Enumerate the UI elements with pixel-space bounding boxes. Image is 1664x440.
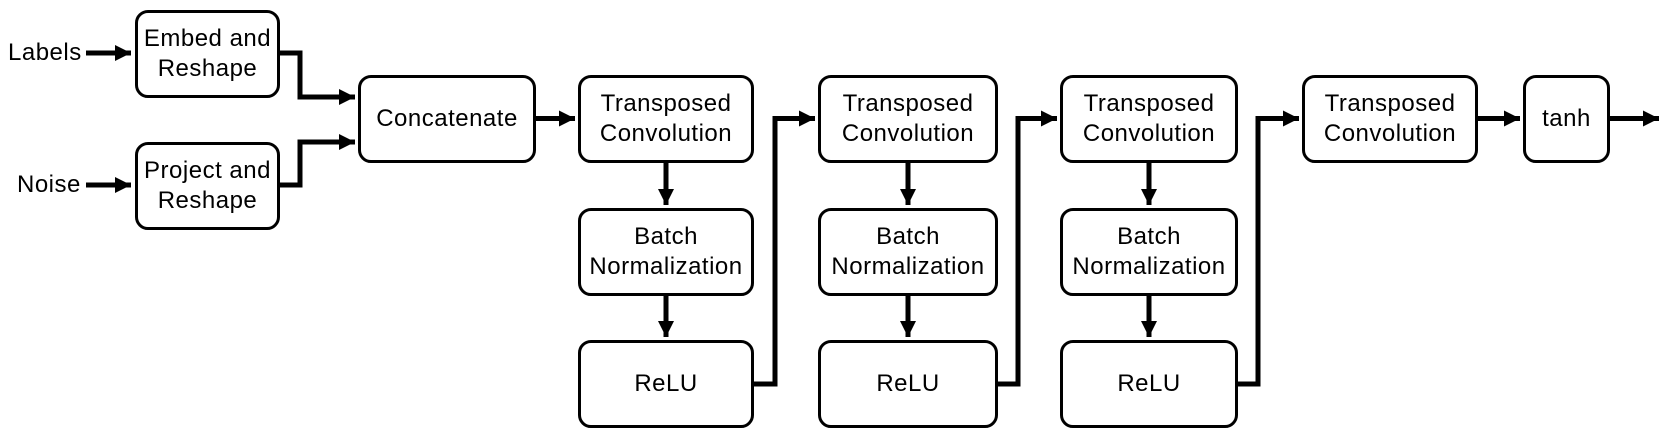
node-transposed-convolution-3: Transposed Convolution <box>1060 75 1238 163</box>
node-embed-reshape: Embed and Reshape <box>135 10 280 98</box>
arrow-project-to-concatenate <box>279 134 355 188</box>
node-batch-normalization-3: Batch Normalization <box>1060 208 1238 296</box>
arrow-relu3-to-tconv4 <box>1237 110 1299 387</box>
arrow-relu2-to-tconv3 <box>997 110 1057 387</box>
node-relu-2: ReLU <box>818 340 998 428</box>
node-relu-3: ReLU <box>1060 340 1238 428</box>
node-relu-1: ReLU <box>578 340 754 428</box>
node-concatenate: Concatenate <box>358 75 536 163</box>
input-label-labels: Labels <box>8 39 82 66</box>
node-tanh: tanh <box>1523 75 1610 163</box>
node-transposed-convolution-4: Transposed Convolution <box>1302 75 1478 163</box>
node-batch-normalization-1: Batch Normalization <box>578 208 754 296</box>
arrow-relu1-to-tconv2 <box>753 110 815 387</box>
node-batch-normalization-2: Batch Normalization <box>818 208 998 296</box>
node-transposed-convolution-2: Transposed Convolution <box>818 75 998 163</box>
node-transposed-convolution-1: Transposed Convolution <box>578 75 754 163</box>
arrow-embed-to-concatenate <box>279 50 355 105</box>
node-project-reshape: Project and Reshape <box>135 142 280 230</box>
input-label-noise: Noise <box>17 171 81 198</box>
